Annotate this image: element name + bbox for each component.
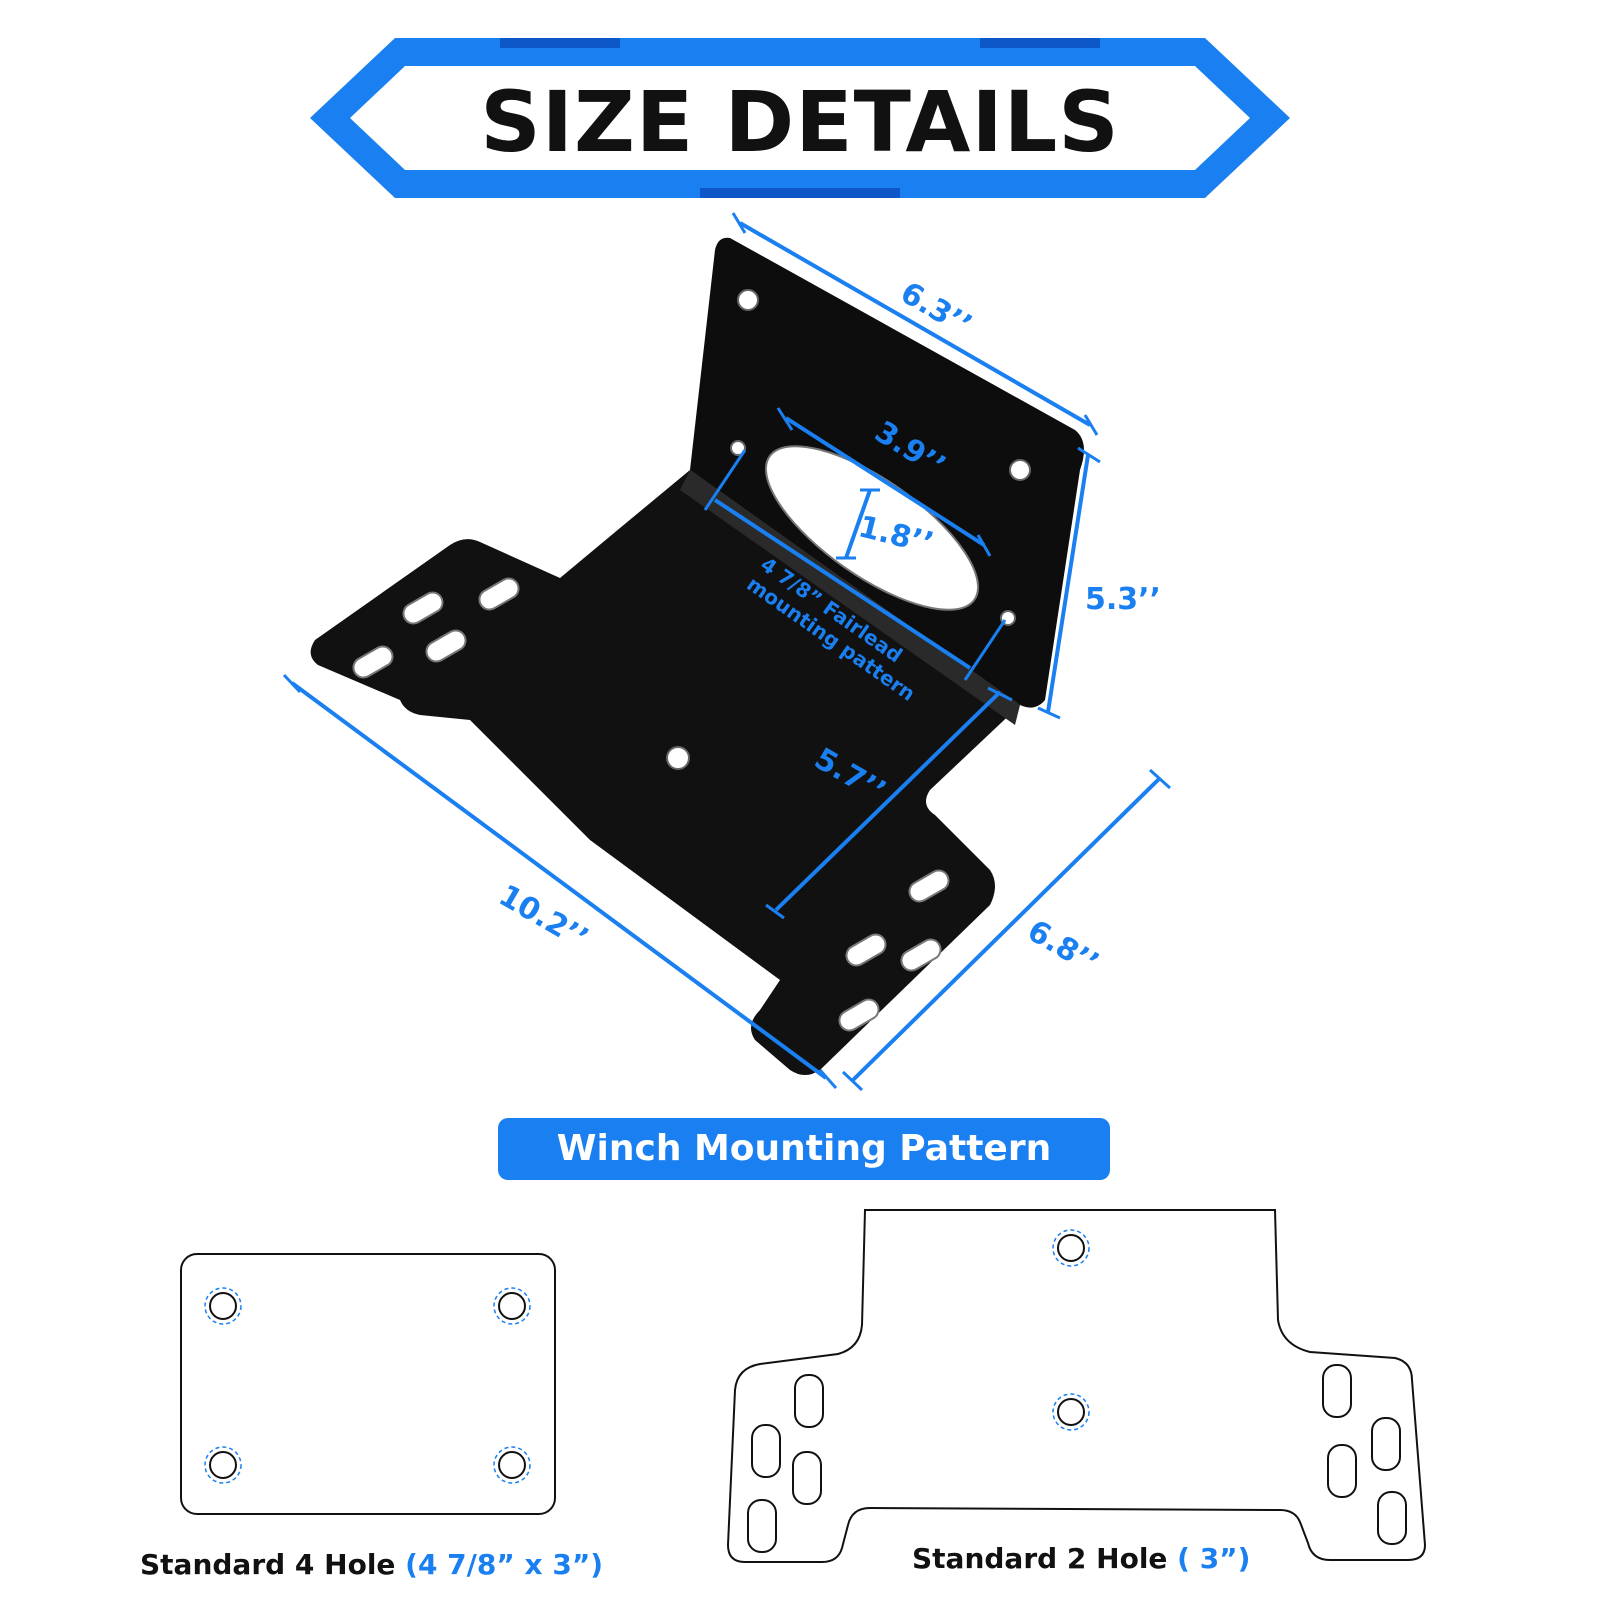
- vertical-plate: [690, 237, 1084, 708]
- base-plate: [310, 470, 1020, 1075]
- bracket-illustration: [310, 237, 1084, 1075]
- mount-hole: [1009, 459, 1031, 481]
- title-banner: [310, 38, 1290, 198]
- mount-hole: [730, 440, 746, 456]
- two-hole-pattern: [726, 1209, 1427, 1563]
- caption-four-hole-spec: (4 7/8” x 3”): [405, 1548, 604, 1581]
- caption-two-hole-label: Standard 2 Hole: [912, 1542, 1178, 1575]
- section-label: Winch Mounting Pattern: [498, 1118, 1110, 1180]
- mount-hole: [737, 289, 759, 311]
- caption-four-hole-label: Standard 4 Hole: [140, 1548, 406, 1581]
- center-hole: [666, 746, 690, 770]
- four-hole-pattern: [180, 1253, 556, 1515]
- page-title: SIZE DETAILS: [480, 73, 1120, 171]
- caption-four-hole: Standard 4 Hole (4 7/8” x 3”): [140, 1548, 603, 1581]
- caption-two-hole-spec: ( 3”): [1177, 1542, 1251, 1575]
- caption-two-hole: Standard 2 Hole ( 3”): [912, 1542, 1250, 1575]
- dim-height: 5.3’’: [1085, 582, 1161, 617]
- dimension-lines: [282, 212, 1172, 1092]
